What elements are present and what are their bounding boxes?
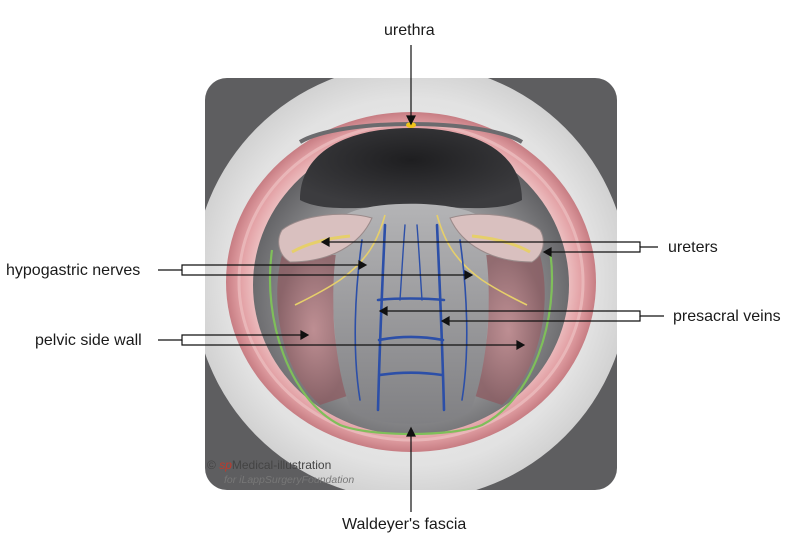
presacral-space: [333, 203, 489, 424]
peritoneal-flap-left: [278, 213, 373, 263]
label-presacral-veins: presacral veins: [673, 308, 781, 325]
label-urethra: urethra: [384, 22, 435, 39]
ureter-right: [471, 234, 531, 254]
label-pelvic-side-wall: pelvic side wall: [35, 332, 142, 349]
hypogastric-nerve-right: [436, 214, 528, 306]
brand-prefix: sp: [219, 458, 232, 472]
label-waldeyers-fascia: Waldeyer's fascia: [342, 516, 467, 533]
peritoneal-flap-right: [449, 213, 544, 263]
label-hypogastric-nerves: hypogastric nerves: [6, 262, 141, 279]
hypogastric-nerve-left: [294, 214, 386, 306]
pelvic-side-wall-left: [277, 255, 350, 405]
leader-lines: [158, 45, 664, 512]
credit-line2: for iLappSurgeryFoundation: [224, 474, 355, 486]
ureter-left: [291, 234, 351, 254]
copyright-symbol: ©: [207, 458, 216, 472]
credit-watermark: © spMedical-illustration: [207, 458, 331, 472]
pelvic-side-wall-right: [472, 255, 545, 405]
label-ureters: ureters: [668, 239, 718, 256]
brand-name: Medical-illustration: [231, 458, 332, 472]
upper-cavity: [300, 128, 522, 209]
